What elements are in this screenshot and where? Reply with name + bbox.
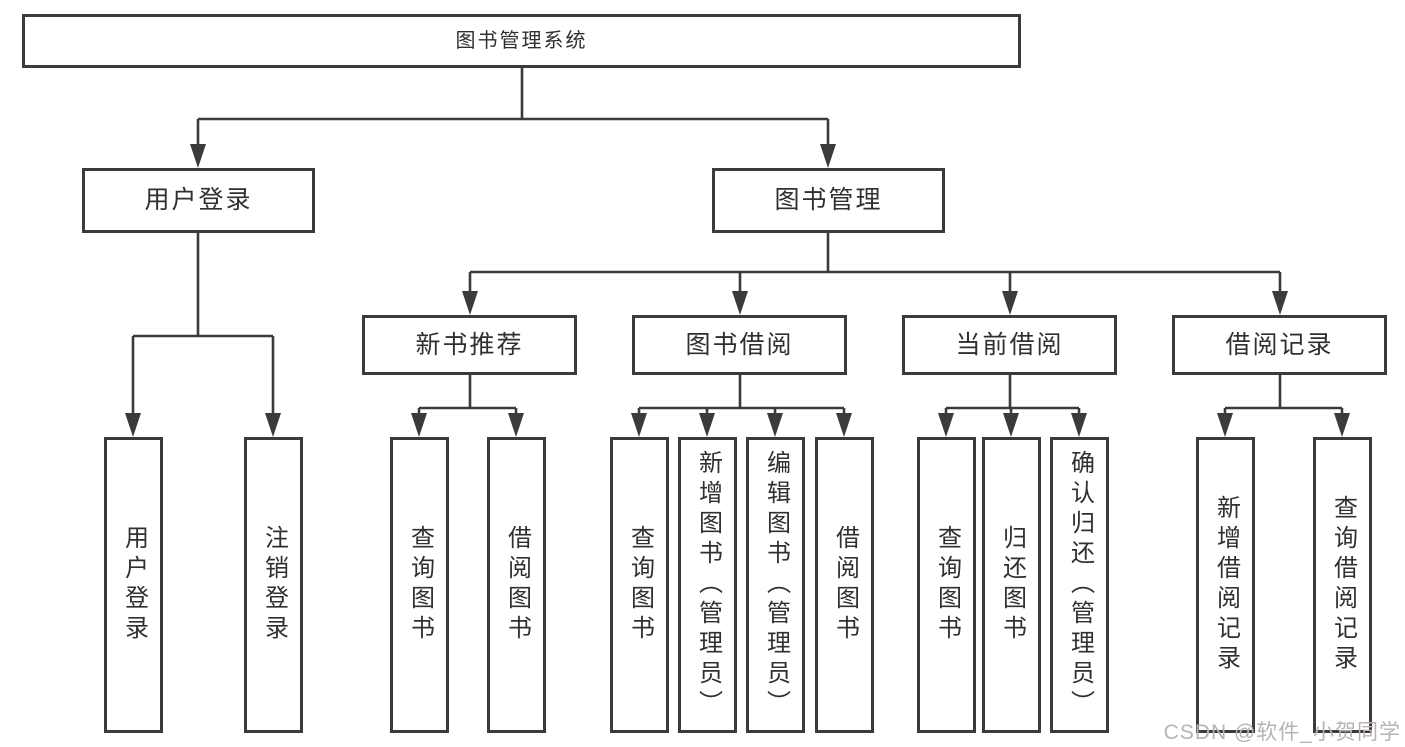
node-book-management: 图书管理 bbox=[712, 168, 945, 233]
node-library-management-system: 图书管理系统 bbox=[22, 14, 1021, 68]
connector-book-mgmt-to-level3 bbox=[462, 233, 1288, 315]
csdn-watermark: CSDN @软件_小贺同学 bbox=[1163, 721, 1401, 744]
leaf-confirm-return-admin: 确认归还（管理员） bbox=[1050, 437, 1109, 733]
leaf-edit-book-admin: 编辑图书（管理员） bbox=[746, 437, 805, 733]
node-new-book-recommend: 新书推荐 bbox=[362, 315, 577, 375]
connector-borrow-record-to-leaves bbox=[1217, 375, 1350, 437]
connector-root-to-level2 bbox=[190, 68, 836, 168]
connector-user-login-to-leaves bbox=[125, 233, 281, 437]
leaf-query-books-recommend: 查询图书 bbox=[390, 437, 449, 733]
leaf-add-book-admin: 新增图书（管理员） bbox=[678, 437, 737, 733]
node-book-borrow: 图书借阅 bbox=[632, 315, 847, 375]
node-borrow-record: 借阅记录 bbox=[1172, 315, 1387, 375]
leaf-logout: 注销登录 bbox=[244, 437, 303, 733]
leaf-add-borrow-record: 新增借阅记录 bbox=[1196, 437, 1255, 733]
node-current-borrow: 当前借阅 bbox=[902, 315, 1117, 375]
connector-new-book-to-leaves bbox=[411, 375, 524, 437]
leaf-return-book: 归还图书 bbox=[982, 437, 1041, 733]
leaf-query-borrow-record: 查询借阅记录 bbox=[1313, 437, 1372, 733]
leaf-borrow-books-recommend: 借阅图书 bbox=[487, 437, 546, 733]
leaf-query-books-borrow: 查询图书 bbox=[610, 437, 669, 733]
leaf-query-books-current: 查询图书 bbox=[917, 437, 976, 733]
leaf-user-login: 用户登录 bbox=[104, 437, 163, 733]
leaf-borrow-books: 借阅图书 bbox=[815, 437, 874, 733]
node-user-login: 用户登录 bbox=[82, 168, 315, 233]
connector-current-borrow-to-leaves bbox=[938, 375, 1087, 437]
connector-book-borrow-to-leaves bbox=[631, 375, 852, 437]
